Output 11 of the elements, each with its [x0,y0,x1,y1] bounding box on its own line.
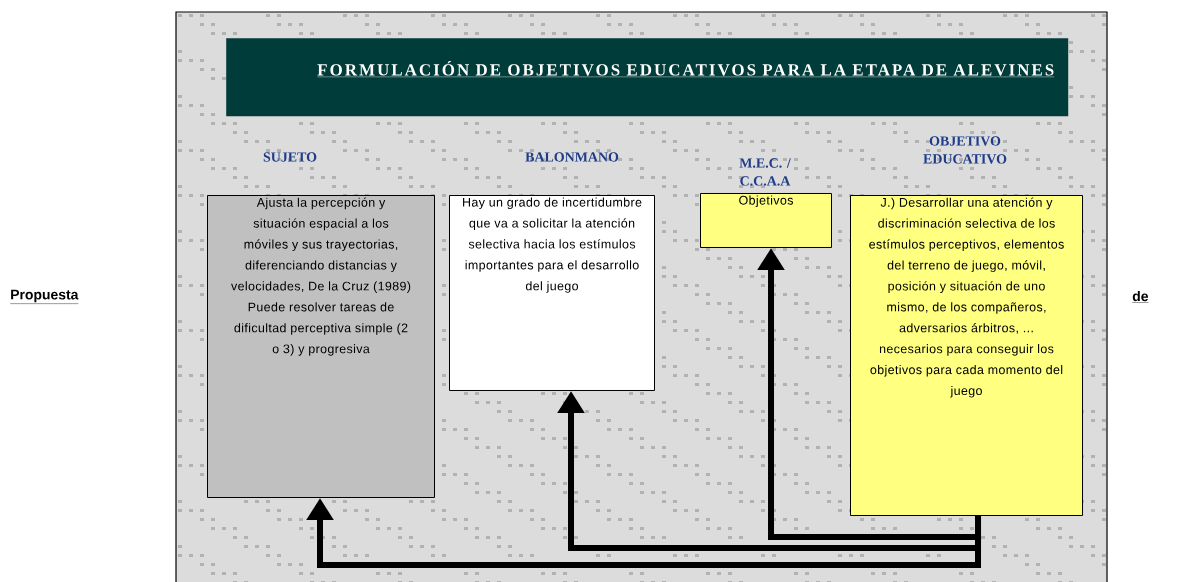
side-text: de [1132,290,1149,303]
side-text: Propuesta [10,289,79,304]
text-box: Hay un grado de incertidumbre que va a solicitar la atención selectiva hacia los estímulos importantes para el desarrollo del juego [449,195,655,391]
title-banner: FORMULACIÓN DE OBJETIVOS EDUCATIVOS PARA LA ETAPA DE ALEVINES [226,38,1069,117]
column-heading: SUJETO [263,152,317,162]
column-heading: OBJETIVO EDUCATIVO [923,136,1007,164]
text-box: Ajusta la percepción y situación espacial a los móviles y sus trayectorias, diferenciando distancias y velocidades, De la Cruz (1989) Puede resolver tareas de dificultad perceptiva simple (2 o 3) y progresiva [207,195,435,498]
column-heading: M.E.C. / C.C.A.A [739,158,791,186]
text-box: Objetivos [700,193,832,248]
column-heading: BALONMANO [525,152,619,162]
text-box: J.) Desarrollar una atención y discriminación selectiva de los estímulos perceptivos, elementos del terreno de juego, móvil, posición y situación de uno mismo, de los compañeros, adversarios árbitros, ... necesarios para conseguir los objetivos para cada momento del juego [850,195,1083,516]
